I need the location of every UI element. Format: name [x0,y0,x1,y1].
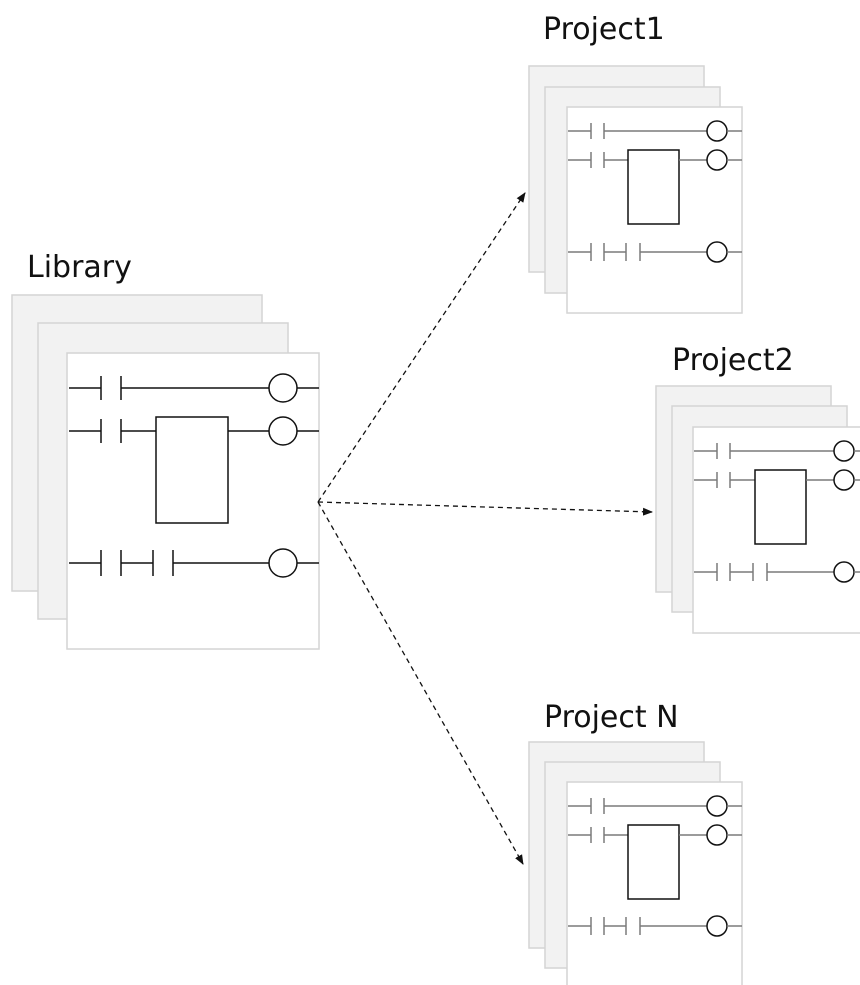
coil-icon [706,120,728,142]
function-block-icon [155,416,229,524]
arrow-to-projectn [317,501,524,865]
library-group: Library [11,250,320,650]
project1-ladder [568,120,742,263]
coil-icon [706,149,728,171]
arrow-to-project1 [317,192,526,503]
projectn-group: Project N [528,700,743,985]
coil-icon [833,561,855,583]
project2-group: Project2 [655,343,860,634]
library-label: Library [27,250,132,285]
coil-icon [268,416,298,446]
library-ladder [69,373,319,578]
project2-ladder [694,440,860,583]
coil-icon [268,548,298,578]
coil-icon [268,373,298,403]
arrow-to-project2 [317,501,653,516]
coil-icon [833,469,855,491]
distribution-arrows [317,192,653,865]
function-block-icon [754,469,807,545]
function-block-icon [627,149,680,225]
projectn-ladder [568,795,742,937]
coil-icon [706,241,728,263]
project2-label: Project2 [672,343,794,378]
coil-icon [706,824,728,846]
coil-icon [706,795,728,817]
coil-icon [706,915,728,937]
function-block-icon [627,824,680,900]
projectn-label: Project N [544,700,679,735]
project1-label: Project1 [543,12,665,47]
coil-icon [833,440,855,462]
project1-group: Project1 [528,12,743,314]
